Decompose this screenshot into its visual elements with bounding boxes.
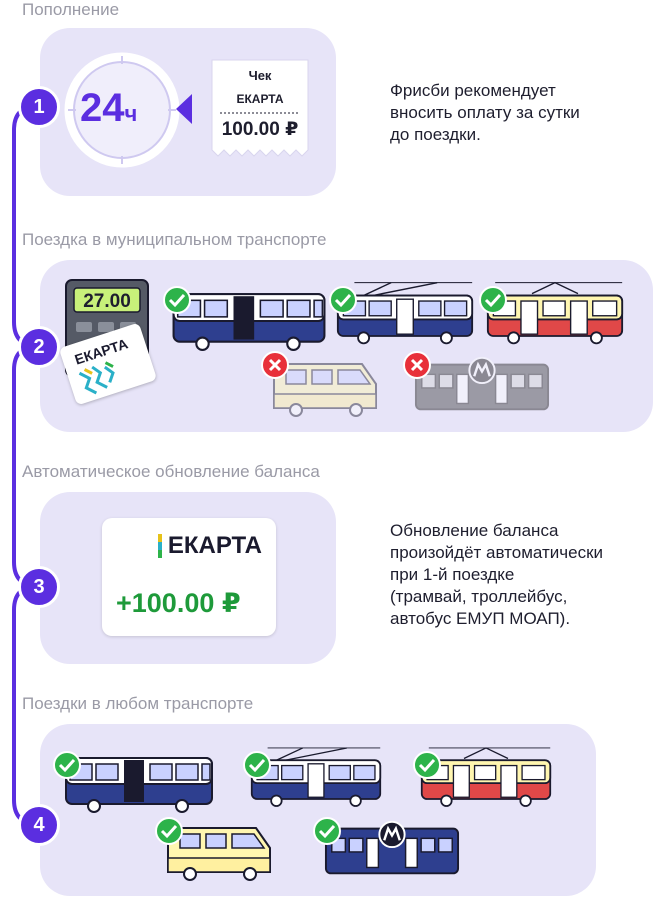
balance-card: ЕКАРТА +100.00 ₽ [102,518,276,636]
check-icon [412,750,442,780]
ekarta-logo-icon [158,534,162,558]
receipt-icon [211,59,309,157]
arrow-left-icon [176,94,192,124]
auto-update-description: Обновление баланса произойдёт автоматиче… [390,521,604,628]
bus-icon [170,290,328,352]
auto-update-card: ЕКАРТА +100.00 ₽ [40,492,336,664]
section-label-topup: Пополнение [22,0,120,19]
balance-amount: +100.00 ₽ [116,588,241,618]
topup-card: 24ч Чек ЕКАРТА 100.00 ₽ [40,28,336,196]
check-icon [154,816,184,846]
section-label-auto-update: Автоматическое обновление баланса [22,462,320,481]
check-icon [328,285,358,315]
section-label-any-transport: Поездки в любом транспорте [22,694,254,713]
cross-icon [260,350,290,380]
step-badge-4: 4 [18,804,60,846]
any-transport-card [40,724,596,896]
check-icon [162,285,192,315]
metro-icon [414,356,550,416]
step-badge-1: 1 [18,86,60,128]
step-badge-2: 2 [18,326,60,368]
check-icon [478,285,508,315]
metro-icon [324,820,460,880]
check-icon [52,750,82,780]
receipt-title: Чек [248,68,272,83]
municipal-card: 27.00 ЕКАРТА [40,260,653,432]
ekarta-pattern-icon [78,361,115,395]
topup-description: Фрисби рекомендует вносить оплату за сут… [390,81,580,144]
section-label-municipal: Поездка в муниципальном транспорте [22,230,327,249]
clock-unit: ч [124,101,138,126]
check-icon [312,816,342,846]
cross-icon [402,350,432,380]
check-icon [242,750,272,780]
balance-brand: ЕКАРТА [167,532,262,559]
validator-amount: 27.00 [83,291,131,312]
ekarta-card-tilted: ЕКАРТА [58,322,158,406]
clock-hours: 24 [80,86,125,130]
clock-icon [64,52,180,168]
step-badge-3: 3 [18,566,60,608]
receipt-amount: 100.00 ₽ [221,119,299,140]
timeline-line [12,104,39,826]
bus-icon [64,754,214,814]
receipt-brand: ЕКАРТА [236,92,284,106]
